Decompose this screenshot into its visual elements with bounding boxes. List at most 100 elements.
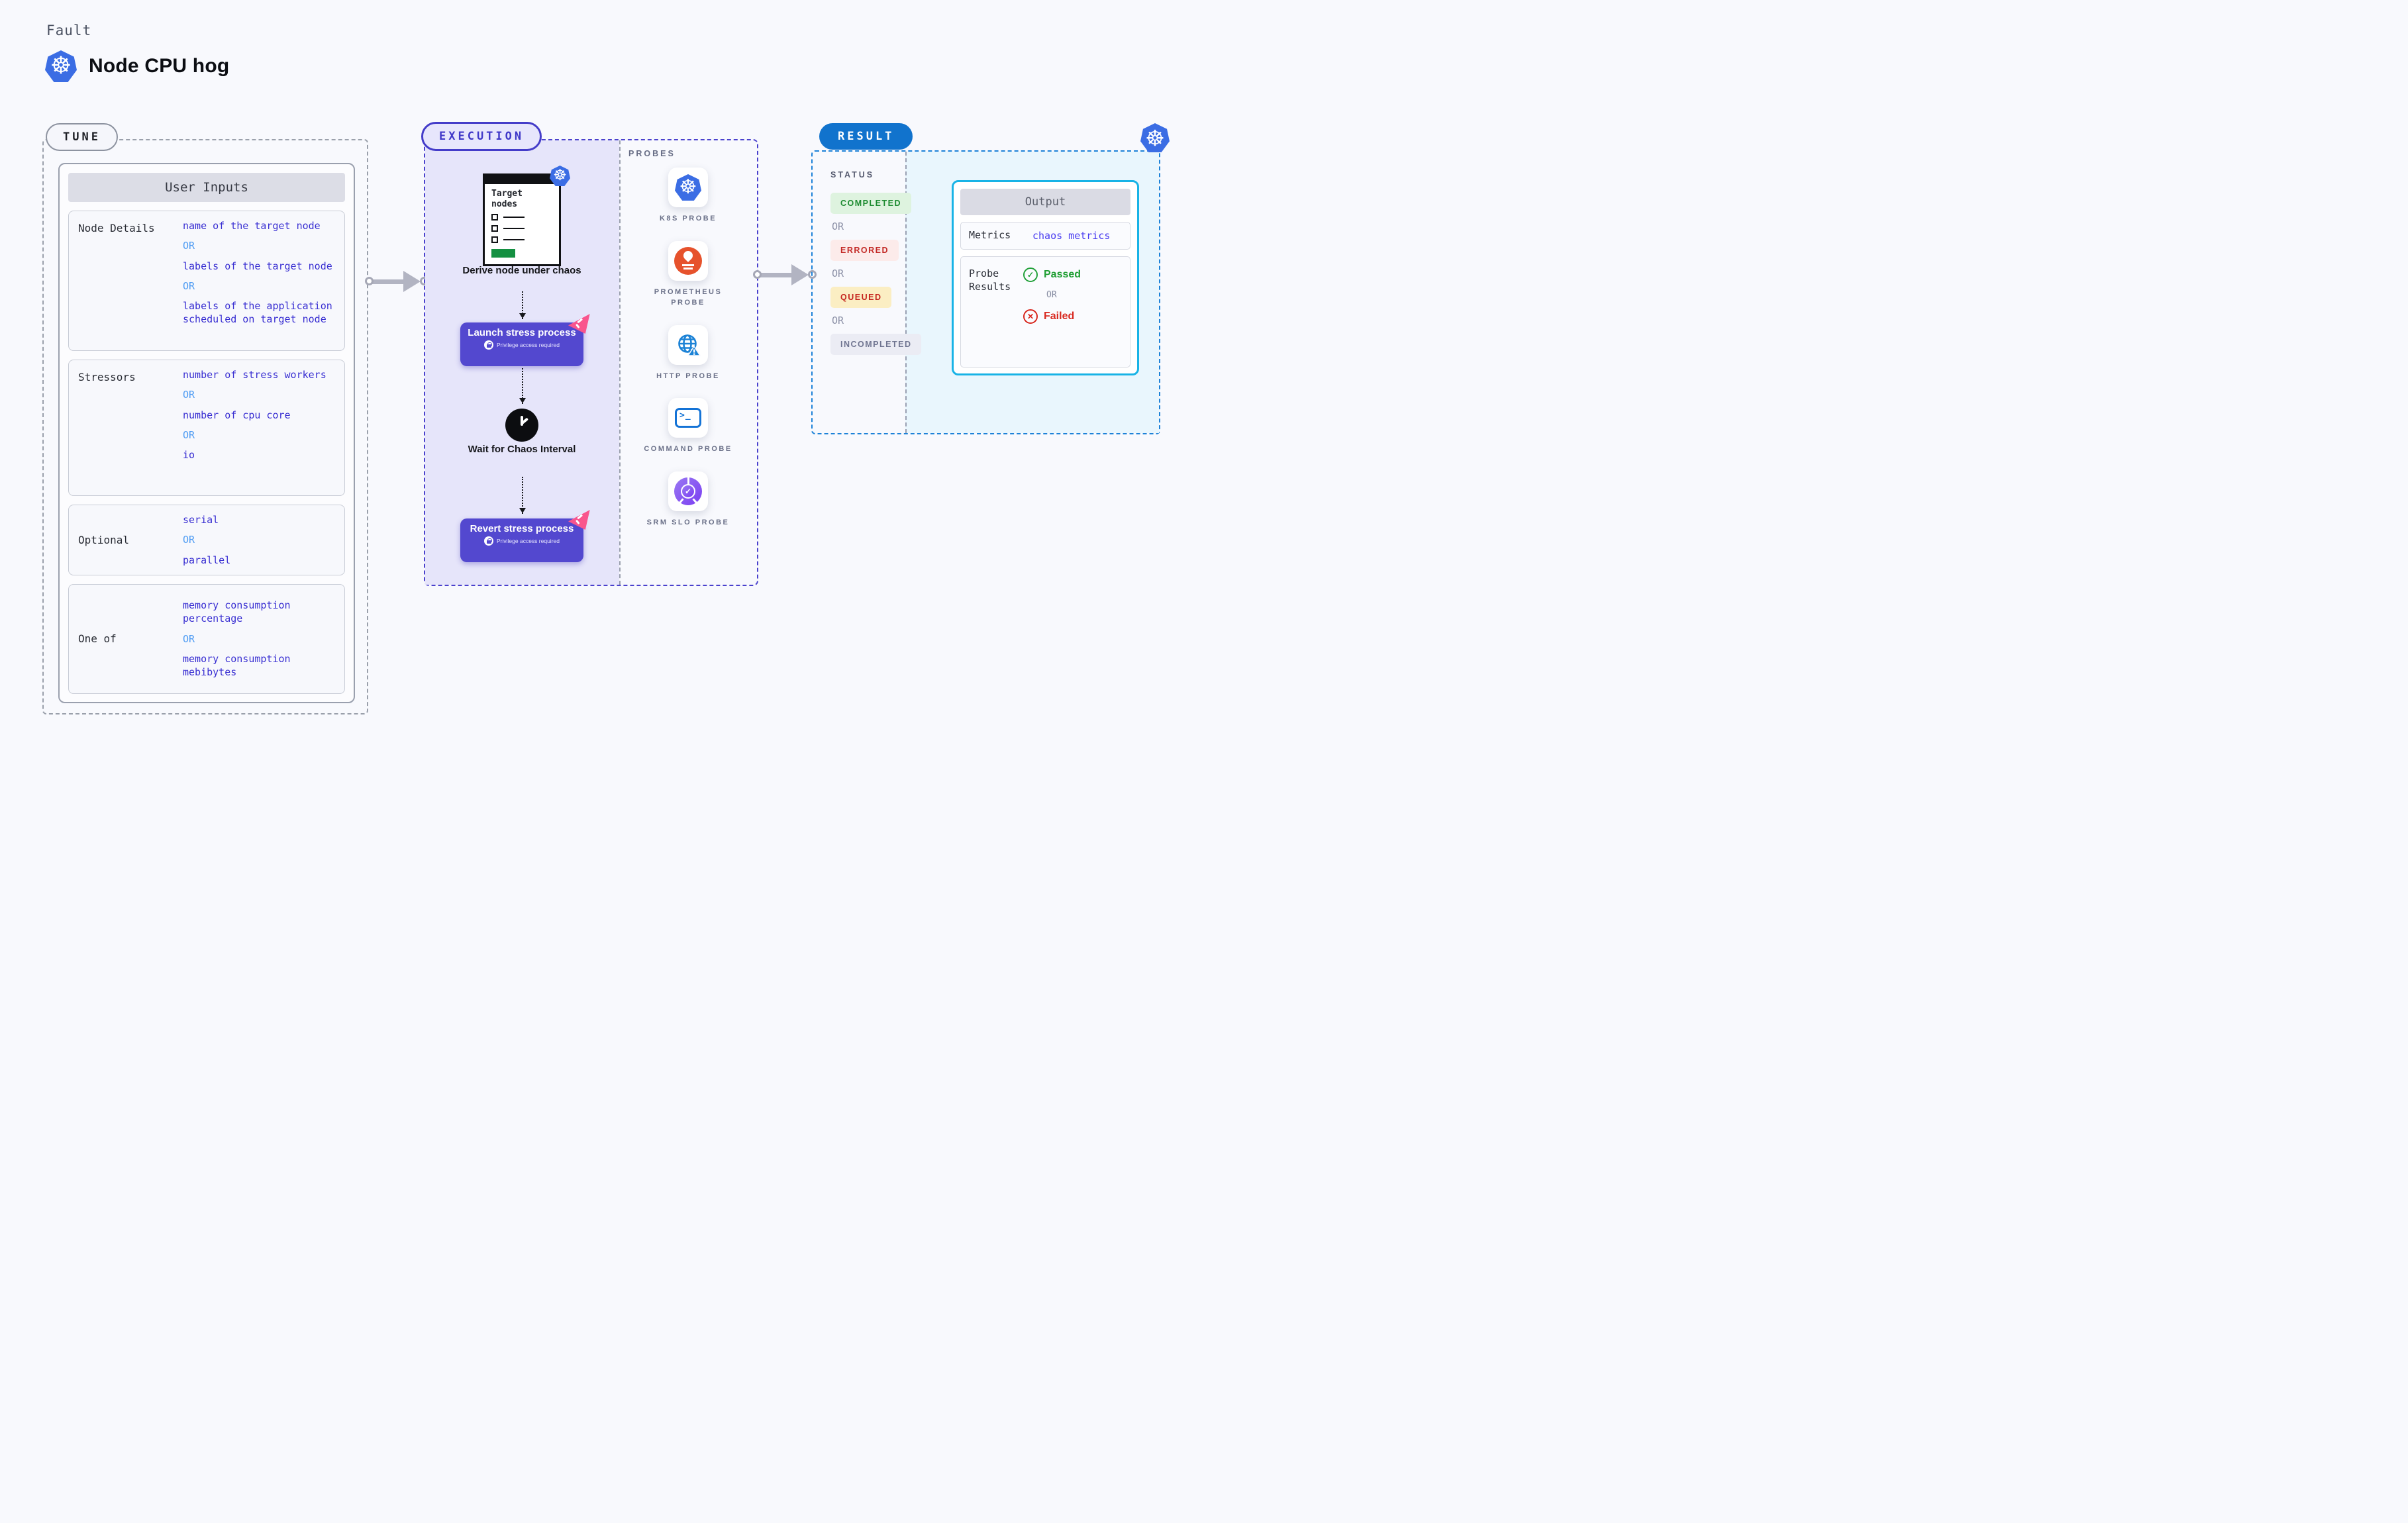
status-badge-incompleted: INCOMPLETED — [830, 334, 922, 355]
result-badge: RESULT — [819, 123, 913, 150]
row-options: memory consumption percentage OR memory … — [183, 599, 335, 679]
fault-eyebrow: Fault — [46, 23, 92, 38]
probes-list: ☸ K8S PROBE PROMETHEUS PROBE — [619, 168, 757, 528]
probe-label: PROMETHEUS PROBE — [654, 287, 723, 307]
probes-divider — [619, 140, 621, 585]
launch-stress-step[interactable]: Launch stress process Privilege access r… — [460, 314, 590, 366]
probe-label: COMMAND PROBE — [644, 445, 732, 453]
or-separator: OR — [183, 632, 195, 645]
option-value: name of the target node — [183, 220, 321, 232]
tune-badge: TUNE — [46, 123, 118, 151]
option-value: number of cpu core — [183, 409, 291, 421]
kubernetes-icon: ☸ — [675, 174, 701, 201]
clock-icon — [505, 409, 538, 442]
tune-to-execution-arrow — [365, 270, 428, 293]
input-row-one-of: One of memory consumption percentage OR … — [68, 583, 345, 694]
doc-checklist-row — [491, 214, 552, 221]
or-separator: OR — [183, 428, 195, 441]
status-badge-queued: QUEUED — [830, 287, 892, 308]
flow-arrow — [519, 368, 526, 404]
or-separator: OR — [832, 221, 844, 232]
lock-icon — [484, 340, 494, 350]
probe-results-label: Probe Results — [969, 268, 1011, 293]
option-value: io — [183, 449, 195, 461]
option-value: labels of the target node — [183, 260, 332, 272]
metrics-row: Metrics chaos metrics — [960, 222, 1130, 250]
checkbox-icon — [491, 225, 498, 232]
privilege-note: Privilege access required — [497, 342, 560, 349]
arrow-endpoint — [753, 270, 762, 279]
text-line — [503, 227, 525, 230]
or-separator: OR — [183, 534, 195, 546]
or-separator: OR — [183, 279, 195, 292]
status-divider — [905, 152, 907, 433]
text-line — [503, 216, 525, 219]
input-row-node-details: Node Details name of the target node OR … — [68, 211, 345, 351]
metrics-label: Metrics — [969, 229, 1011, 242]
probe-http[interactable]: HTTP PROBE — [638, 324, 738, 382]
or-separator: OR — [832, 315, 844, 326]
row-options: name of the target node OR labels of the… — [183, 219, 335, 326]
doc-title: Target nodes — [491, 189, 523, 209]
kubernetes-icon: ☸ — [1140, 123, 1170, 152]
status-badge-completed: COMPLETED — [830, 193, 911, 214]
text-line — [503, 238, 525, 241]
status-badge-errored: ERRORED — [830, 240, 899, 261]
row-options: number of stress workers OR number of cp… — [183, 368, 335, 462]
privilege-note: Privilege access required — [497, 538, 560, 545]
fault-diagram: Fault ☸ Node CPU hog TUNE User Inputs No… — [0, 0, 1204, 762]
row-options: serial OR parallel — [183, 513, 335, 567]
probe-command[interactable]: >_ COMMAND PROBE — [638, 398, 738, 455]
failed-label: Failed — [1044, 311, 1075, 322]
or-separator: OR — [832, 268, 844, 279]
or-separator: OR — [183, 240, 195, 252]
doc-titlebar — [485, 175, 559, 184]
flow-arrow — [519, 291, 526, 319]
probe-results-row: Probe Results ✓ Passed OR ✕ Failed — [960, 256, 1130, 368]
lock-icon — [484, 536, 494, 546]
probe-prometheus[interactable]: PROMETHEUS PROBE — [638, 240, 738, 309]
doc-green-button — [491, 249, 515, 258]
flow-arrow — [519, 477, 526, 514]
probe-label: HTTP PROBE — [656, 371, 720, 380]
option-value: memory consumption percentage — [183, 599, 291, 625]
arrow-head — [403, 271, 421, 292]
or-separator: OR — [1046, 290, 1057, 300]
input-row-optional: Optional serial OR parallel — [68, 505, 345, 575]
checkbox-icon — [491, 236, 498, 244]
option-value: memory consumption mebibytes — [183, 652, 291, 679]
row-label: Stressors — [78, 371, 136, 383]
step-label: Revert stress process — [470, 523, 574, 534]
doc-checklist-row — [491, 225, 552, 232]
derive-node-caption: Derive node under chaos — [462, 265, 581, 276]
execution-badge: EXECUTION — [421, 122, 542, 151]
row-label: One of — [78, 632, 117, 646]
kubernetes-icon: ☸ — [45, 50, 77, 82]
probe-label: K8S PROBE — [659, 215, 717, 222]
status-title: STATUS — [830, 170, 875, 179]
user-inputs-header: User Inputs — [68, 173, 345, 202]
output-card: Output Metrics chaos metrics Probe Resul… — [952, 180, 1139, 375]
output-header: Output — [960, 189, 1130, 215]
input-row-stressors: Stressors number of stress workers OR nu… — [68, 360, 345, 496]
step-label: Launch stress process — [468, 327, 576, 338]
option-value: labels of the application scheduled on t… — [183, 300, 332, 326]
probe-k8s[interactable]: ☸ K8S PROBE — [638, 168, 738, 224]
target-nodes-doc: ☸ Target nodes — [483, 166, 570, 267]
doc-checklist-row — [491, 236, 552, 244]
execution-section: ☸ Target nodes Derive node under chaos L… — [424, 139, 758, 586]
metrics-value[interactable]: chaos metrics — [1032, 230, 1111, 242]
passed-label: Passed — [1044, 269, 1081, 280]
failed-result: ✕ Failed — [1023, 309, 1122, 324]
row-label: Optional — [78, 533, 130, 546]
prometheus-icon — [674, 246, 702, 275]
option-value: number of stress workers — [183, 369, 326, 381]
title-row: ☸ Node CPU hog — [45, 50, 229, 82]
check-circle-icon: ✓ — [1023, 268, 1038, 282]
revert-stress-step[interactable]: Revert stress process Privilege access r… — [460, 510, 590, 562]
cross-circle-icon: ✕ — [1023, 309, 1038, 324]
probe-srm-slo[interactable]: ✓ SRM SLO PROBE — [638, 471, 738, 528]
tune-section — [42, 139, 368, 714]
arrow-shaft — [372, 279, 409, 284]
page-title: Node CPU hog — [89, 55, 230, 77]
